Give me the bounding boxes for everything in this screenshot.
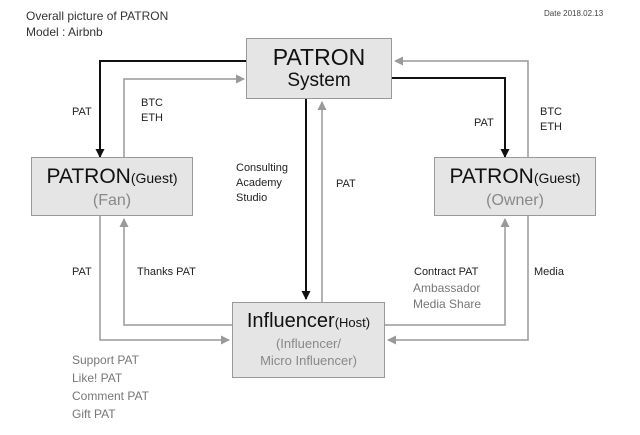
support-list-item: Support PAT: [72, 353, 139, 367]
node-patron-guest-fan: PATRON(Guest) (Fan): [31, 157, 193, 216]
label-influencer-to-owner: Contract PAT: [414, 266, 479, 278]
label-system-to-fan: PAT: [72, 106, 92, 118]
node-fan-main: PATRON: [46, 165, 131, 188]
label-influencer-to-fan: Thanks PAT: [137, 266, 196, 278]
arrow-influencer-to-owner: [385, 218, 510, 326]
node-patron-system: PATRON System: [246, 38, 392, 99]
arrow-fan-to-system: [123, 74, 245, 157]
diagram-model: Model : Airbnb: [26, 25, 103, 39]
arrow-owner-to-system: [394, 56, 529, 157]
node-influencer-host: Influencer(Host) (Influencer/ Micro Infl…: [232, 302, 385, 378]
node-fan-role: (Guest): [130, 170, 178, 186]
label-system-to-influencer-1: Consulting: [236, 162, 288, 174]
node-influencer-role: (Host): [334, 315, 371, 330]
label-fan-to-system-2: ETH: [141, 112, 163, 124]
label-fan-to-system-1: BTC: [141, 97, 163, 109]
label-owner-to-influencer: Media: [534, 266, 564, 278]
arrow-system-to-owner: [392, 77, 510, 158]
label-owner-to-system-2: ETH: [540, 121, 562, 133]
arrow-owner-to-influencer: [387, 216, 529, 345]
support-list-item: Like! PAT: [72, 371, 123, 385]
node-system-line2: System: [287, 70, 351, 91]
diagram-date: Date 2018.02.13: [544, 9, 604, 18]
node-influencer-sub1: (Influencer/: [275, 336, 342, 351]
label-system-to-influencer-3: Studio: [236, 192, 268, 204]
node-patron-guest-owner: PATRON(Guest) (Owner): [434, 157, 596, 216]
arrow-system-to-fan: [95, 60, 246, 158]
label-influencer-to-owner-gray-2: Media Share: [413, 297, 482, 311]
node-fan-sub: (Fan): [92, 192, 132, 209]
label-fan-to-influencer: PAT: [72, 266, 92, 278]
label-system-to-influencer-2: Academy: [236, 177, 282, 189]
node-system-line1: PATRON: [272, 44, 366, 70]
node-influencer-main: Influencer: [246, 310, 335, 332]
support-list-item: Gift PAT: [72, 407, 116, 421]
label-system-to-owner: PAT: [474, 117, 494, 129]
node-owner-role: (Guest): [533, 170, 581, 186]
arrow-influencer-to-fan: [119, 218, 232, 326]
node-owner-sub: (Owner): [486, 192, 544, 209]
label-owner-to-system-1: BTC: [540, 106, 562, 118]
support-list-item: Comment PAT: [72, 389, 149, 403]
node-influencer-sub2: Micro Influencer): [260, 353, 357, 368]
label-influencer-to-system: PAT: [336, 178, 356, 190]
diagram-title: Overall picture of PATRON: [26, 9, 169, 23]
arrow-fan-to-influencer: [99, 216, 230, 345]
label-influencer-to-owner-gray-1: Ambassador: [413, 281, 481, 295]
node-owner-main: PATRON: [449, 165, 534, 188]
